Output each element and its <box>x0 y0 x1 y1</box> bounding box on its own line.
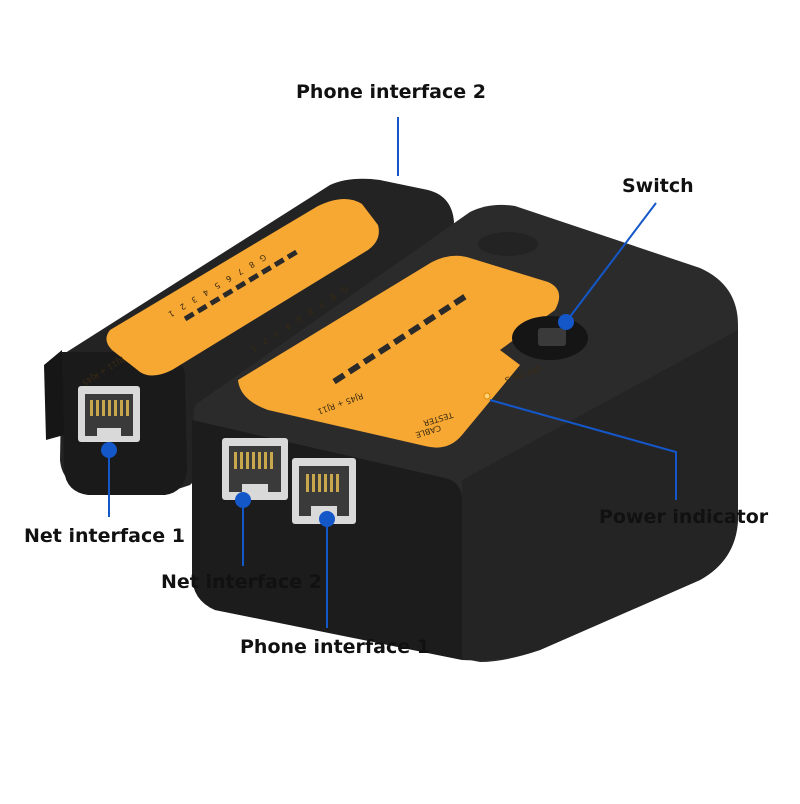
callout-dot-net-interface-2 <box>235 492 251 508</box>
callout-line-switch <box>565 202 657 323</box>
switch-slider <box>538 328 566 346</box>
remote-led-number: 6 <box>224 273 233 283</box>
remote-unit: RJ11 + RJ45 <box>44 178 454 495</box>
label-switch: Switch <box>622 175 694 197</box>
remote-led-number: 4 <box>201 287 210 297</box>
label-net-interface-2: Net interface 2 <box>161 571 322 593</box>
remote-unit-flap <box>44 350 64 440</box>
main-led-number: 4 <box>283 321 292 331</box>
remote-led-number: 1 <box>167 308 176 318</box>
callout-lines <box>108 117 677 628</box>
main-unit-orange-panel <box>238 255 560 448</box>
label-phone-interface-1: Phone interface 1 <box>240 636 430 658</box>
remote-rj45-port <box>78 386 140 442</box>
main-led-number: 2 <box>261 336 270 346</box>
main-led-number: 5 <box>295 314 304 324</box>
callout-line-power-indicator <box>489 399 677 500</box>
main-unit-top-recess <box>478 232 538 256</box>
main-led-number: 8 <box>329 291 338 301</box>
label-phone-interface-2: Phone interface 2 <box>296 81 486 103</box>
net-interface-2-port <box>222 438 288 500</box>
remote-led-number: 7 <box>236 266 245 276</box>
label-power-indicator: Power indicator <box>599 506 769 528</box>
main-unit-led-row <box>332 294 467 385</box>
callout-dot-switch <box>558 314 574 330</box>
remote-led-number: 3 <box>190 294 199 304</box>
power-indicator-led <box>483 392 491 400</box>
main-led-number: 1 <box>250 343 259 353</box>
label-net-interface-1: Net interface 1 <box>24 525 185 547</box>
remote-led-number: 8 <box>247 259 256 269</box>
main-led-number: 7 <box>317 299 326 309</box>
callout-dot-net-interface-1 <box>101 442 117 458</box>
remote-unit-led-row <box>183 249 298 322</box>
remote-led-number: 5 <box>213 280 222 290</box>
main-unit-side <box>462 330 738 661</box>
phone-interface-1-port <box>292 458 356 524</box>
callout-dots <box>101 314 574 527</box>
main-led-number: 6 <box>306 306 315 316</box>
main-led-number: G <box>339 284 349 295</box>
remote-led-number: 2 <box>178 301 187 311</box>
callout-dot-phone-interface-1 <box>319 511 335 527</box>
remote-led-number: G <box>258 252 268 263</box>
remote-unit-orange-panel <box>106 198 379 376</box>
main-led-number: 3 <box>272 328 281 338</box>
